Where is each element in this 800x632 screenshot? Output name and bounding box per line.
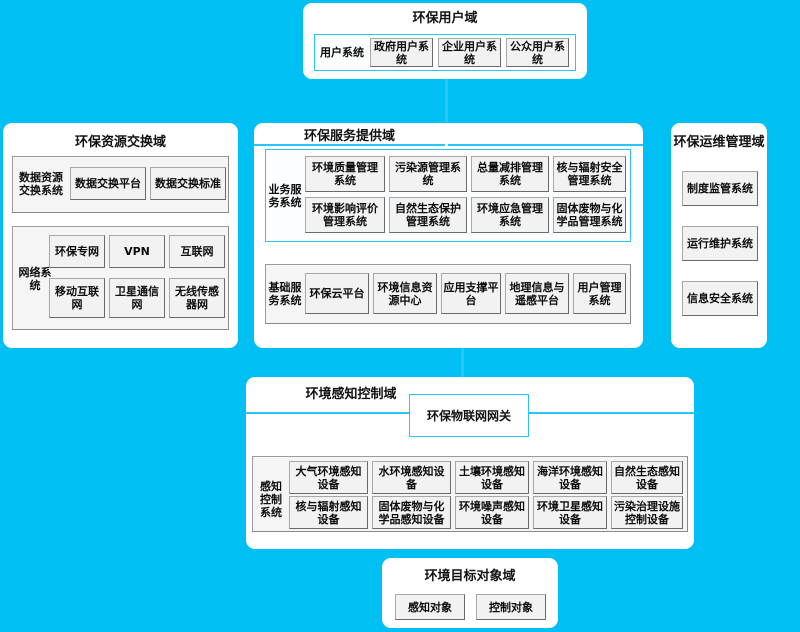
sensing-domain-title-rule-right	[528, 412, 694, 414]
user-system-label: 用户系统	[320, 46, 364, 59]
panel-ops-management-domain: 环保运维管理域 制度监管系统 运行维护系统 信息安全系统	[671, 123, 767, 348]
item-government-user-system[interactable]: 政府用户系统	[370, 38, 433, 67]
target-domain-title: 环境目标对象域	[424, 569, 516, 584]
item-wireless-sensor-network[interactable]: 无线传感器网	[169, 278, 225, 318]
item-env-noise-sensing-device[interactable]: 环境噪声感知设备	[455, 496, 529, 529]
item-nuclear-radiation-safety-management-system[interactable]: 核与辐射安全管理系统	[553, 156, 626, 192]
sensing-domain-title-rule-left	[246, 412, 410, 414]
item-water-env-sensing-device[interactable]: 水环境感知设备	[372, 461, 451, 494]
resource-domain-title: 环保资源交换域	[74, 135, 166, 150]
ops-domain-title: 环保运维管理域	[673, 135, 765, 150]
item-enterprise-user-system[interactable]: 企业用户系统	[438, 38, 501, 67]
panel-service-provider-domain: 环保服务提供域 业务服务系统 环境质量管理系统 污染源管理系统 总量减排管理系统…	[254, 123, 643, 348]
item-eia-management-system[interactable]: 环境影响评价管理系统	[305, 197, 385, 233]
item-satellite-communication-network[interactable]: 卫星通信网	[109, 278, 165, 318]
item-env-info-resource-center[interactable]: 环境信息资源中心	[373, 273, 437, 314]
item-env-quality-management-system[interactable]: 环境质量管理系统	[305, 156, 385, 192]
item-env-satellite-sensing-device[interactable]: 环境卫星感知设备	[533, 496, 607, 529]
item-soil-env-sensing-device[interactable]: 土壤环境感知设备	[455, 461, 529, 494]
panel-target-object-domain: 环境目标对象域 感知对象 控制对象	[382, 558, 558, 628]
item-application-support-platform[interactable]: 应用支撑平台	[441, 273, 501, 314]
item-data-exchange-standard[interactable]: 数据交换标准	[150, 167, 226, 200]
item-pollution-control-facility-device[interactable]: 污染治理设施控制设备	[611, 496, 683, 529]
network-system-label: 网络系统	[18, 266, 52, 292]
item-public-user-system[interactable]: 公众用户系统	[506, 38, 569, 67]
item-pollution-source-management-system[interactable]: 污染源管理系统	[389, 156, 467, 192]
business-service-label: 业务服务系统	[268, 183, 302, 209]
item-natural-ecology-protection-management-system[interactable]: 自然生态保护管理系统	[389, 197, 467, 233]
service-domain-title-rule-right	[448, 144, 643, 146]
item-vpn[interactable]: VPN	[109, 235, 165, 268]
panel-sensing-control-domain: 环境感知控制域 环保物联网网关 感知控制系统 大气环境感知设备 水环境感知设备 …	[246, 377, 694, 549]
user-domain-title: 环保用户域	[412, 11, 478, 26]
connector-user-to-service	[445, 76, 448, 153]
iot-gateway-box[interactable]: 环保物联网网关	[409, 394, 529, 437]
sensing-control-label: 感知控制系统	[260, 479, 282, 519]
item-sensing-object[interactable]: 感知对象	[395, 594, 465, 620]
item-ep-private-network[interactable]: 环保专网	[49, 235, 105, 268]
panel-user-domain: 环保用户域 用户系统 政府用户系统 企业用户系统 公众用户系统	[303, 3, 587, 79]
panel-resource-exchange-domain: 环保资源交换域 数据资源交换系统 数据交换平台 数据交换标准 网络系统 环保专网…	[3, 123, 238, 348]
item-gis-remote-sensing-platform[interactable]: 地理信息与遥感平台	[505, 273, 569, 314]
item-env-emergency-management-system[interactable]: 环境应急管理系统	[471, 197, 549, 233]
data-exchange-system-label: 数据资源交换系统	[19, 171, 63, 197]
item-nuclear-radiation-sensing-device[interactable]: 核与辐射感知设备	[289, 496, 368, 529]
service-domain-title: 环保服务提供域	[303, 129, 395, 144]
item-internet[interactable]: 互联网	[169, 235, 225, 268]
item-marine-env-sensing-device[interactable]: 海洋环境感知设备	[533, 461, 607, 494]
item-data-exchange-platform[interactable]: 数据交换平台	[70, 167, 146, 200]
sensing-domain-title: 环境感知控制域	[305, 387, 397, 402]
basic-service-label: 基础服务系统	[268, 281, 302, 307]
item-ep-cloud-platform[interactable]: 环保云平台	[305, 273, 369, 314]
item-total-emission-reduction-management-system[interactable]: 总量减排管理系统	[471, 156, 549, 192]
item-control-object[interactable]: 控制对象	[476, 594, 546, 620]
item-user-management-system[interactable]: 用户管理系统	[573, 273, 626, 314]
item-information-security-system[interactable]: 信息安全系统	[682, 281, 758, 316]
item-system-supervision-system[interactable]: 制度监管系统	[682, 171, 758, 206]
service-domain-title-rule-left	[254, 144, 445, 146]
item-operation-maintenance-system[interactable]: 运行维护系统	[682, 226, 758, 261]
item-solid-waste-chemicals-management-system[interactable]: 固体废物与化学品管理系统	[553, 197, 626, 233]
connector-service-to-gateway	[461, 348, 464, 394]
item-mobile-internet[interactable]: 移动互联网	[49, 278, 105, 318]
item-natural-ecology-sensing-device[interactable]: 自然生态感知设备	[611, 461, 683, 494]
item-air-env-sensing-device[interactable]: 大气环境感知设备	[289, 461, 368, 494]
item-solid-waste-chemicals-sensing-device[interactable]: 固体废物与化学品感知设备	[372, 496, 451, 529]
